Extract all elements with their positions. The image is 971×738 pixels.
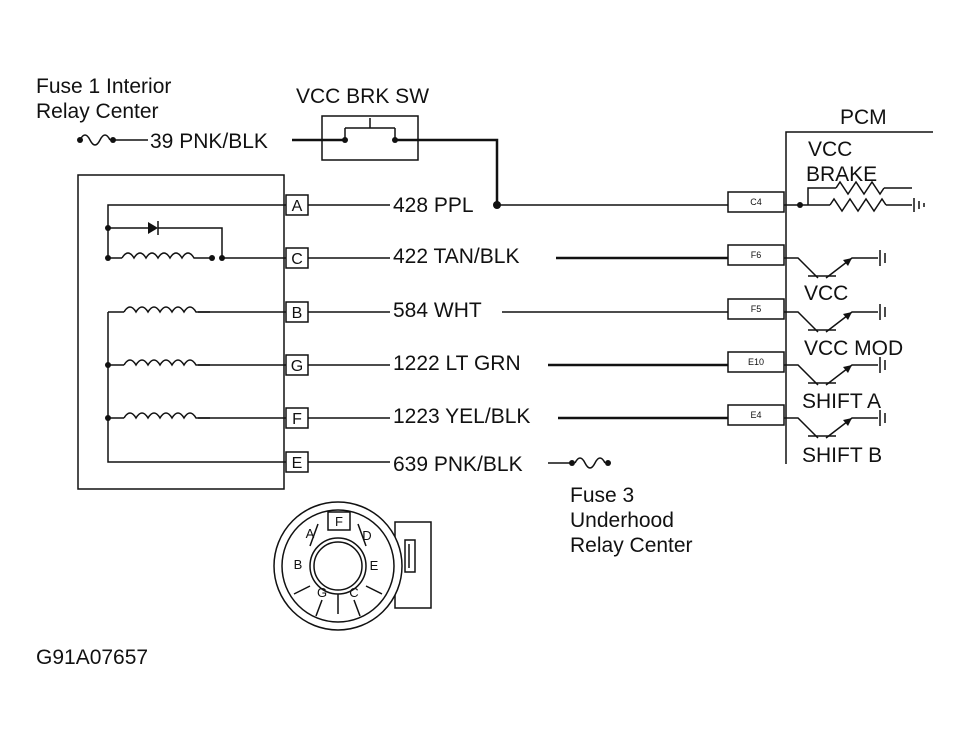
vcc-brake-switch	[321, 115, 419, 161]
face-pin-e: E	[370, 558, 379, 573]
pcm-pin-e10: E10	[727, 351, 785, 373]
shift-b-output-driver	[784, 410, 886, 439]
wire-1222-label: 1222 LT GRN	[393, 352, 521, 375]
fuse3-label-line1: Fuse 3	[570, 484, 634, 507]
transmission-component-box	[77, 174, 285, 490]
pin-e: E	[285, 451, 309, 473]
svg-text:F6: F6	[751, 250, 762, 260]
wire-428-label: 428 PPL	[393, 194, 474, 217]
svg-text:F: F	[335, 514, 343, 529]
svg-text:G: G	[291, 358, 303, 375]
svg-text:C4: C4	[750, 197, 762, 207]
wire-422-label: 422 TAN/BLK	[393, 245, 519, 268]
face-pin-g: G	[317, 585, 327, 600]
pin-a: A	[285, 194, 309, 216]
fuse1-label-line1: Fuse 1 Interior	[36, 75, 171, 98]
pin-g: G	[285, 354, 309, 376]
shift-a-output-label: SHIFT A	[802, 390, 881, 413]
internal-solenoid-wiring	[105, 204, 286, 463]
vcc-brake-label-line2: BRAKE	[806, 163, 877, 186]
wire-1223-label: 1223 YEL/BLK	[393, 405, 530, 428]
vcc-output-label: VCC	[804, 282, 848, 305]
transmission-connector-face	[273, 501, 432, 631]
vcc-output-driver	[784, 250, 886, 279]
pcm-label: PCM	[840, 106, 887, 129]
pin-f: F	[285, 407, 309, 429]
fuse3-label-line3: Relay Center	[570, 534, 693, 557]
svg-text:E: E	[292, 455, 303, 472]
shift-a-output-driver	[784, 357, 886, 386]
face-pin-a: A	[306, 526, 315, 541]
vcc-brake-switch-label: VCC BRK SW	[296, 85, 429, 108]
fuse3-symbol	[548, 457, 611, 469]
shift-b-output-label: SHIFT B	[802, 444, 882, 467]
pcm-pin-e4: E4	[727, 404, 785, 426]
fuse1-symbol	[77, 134, 116, 146]
fuse3-label-line2: Underhood	[570, 509, 674, 532]
figure-id: G91A07657	[36, 646, 148, 669]
wire-584-label: 584 WHT	[393, 299, 482, 322]
svg-text:E4: E4	[750, 410, 761, 420]
wire-39-label: 39 PNK/BLK	[150, 130, 268, 153]
face-pin-d: D	[362, 528, 371, 543]
svg-text:A: A	[292, 198, 303, 215]
svg-text:F5: F5	[751, 304, 762, 314]
svg-text:C: C	[291, 251, 303, 268]
face-pin-c: C	[349, 585, 358, 600]
face-pin-b: B	[294, 557, 303, 572]
pcm-pin-c4: C4	[727, 191, 785, 213]
fuse1-label-line2: Relay Center	[36, 100, 159, 123]
pcm-pin-f5: F5	[727, 298, 785, 320]
svg-text:E10: E10	[748, 357, 764, 367]
wire-brake-switch-out	[395, 138, 499, 205]
pin-c: C	[285, 247, 309, 269]
vcc-brake-label-line1: VCC	[808, 138, 852, 161]
vcc-mod-output-label: VCC MOD	[804, 337, 903, 360]
svg-text:B: B	[292, 305, 303, 322]
vcc-brake-input-circuit	[784, 180, 925, 213]
vcc-mod-output-driver	[784, 304, 886, 333]
pcm-boundary	[785, 131, 933, 464]
pin-b: B	[285, 301, 309, 323]
svg-text:F: F	[292, 411, 302, 428]
pcm-pin-f6: F6	[727, 244, 785, 266]
face-pin-f: F	[327, 511, 351, 531]
wire-639-label: 639 PNK/BLK	[393, 453, 523, 476]
